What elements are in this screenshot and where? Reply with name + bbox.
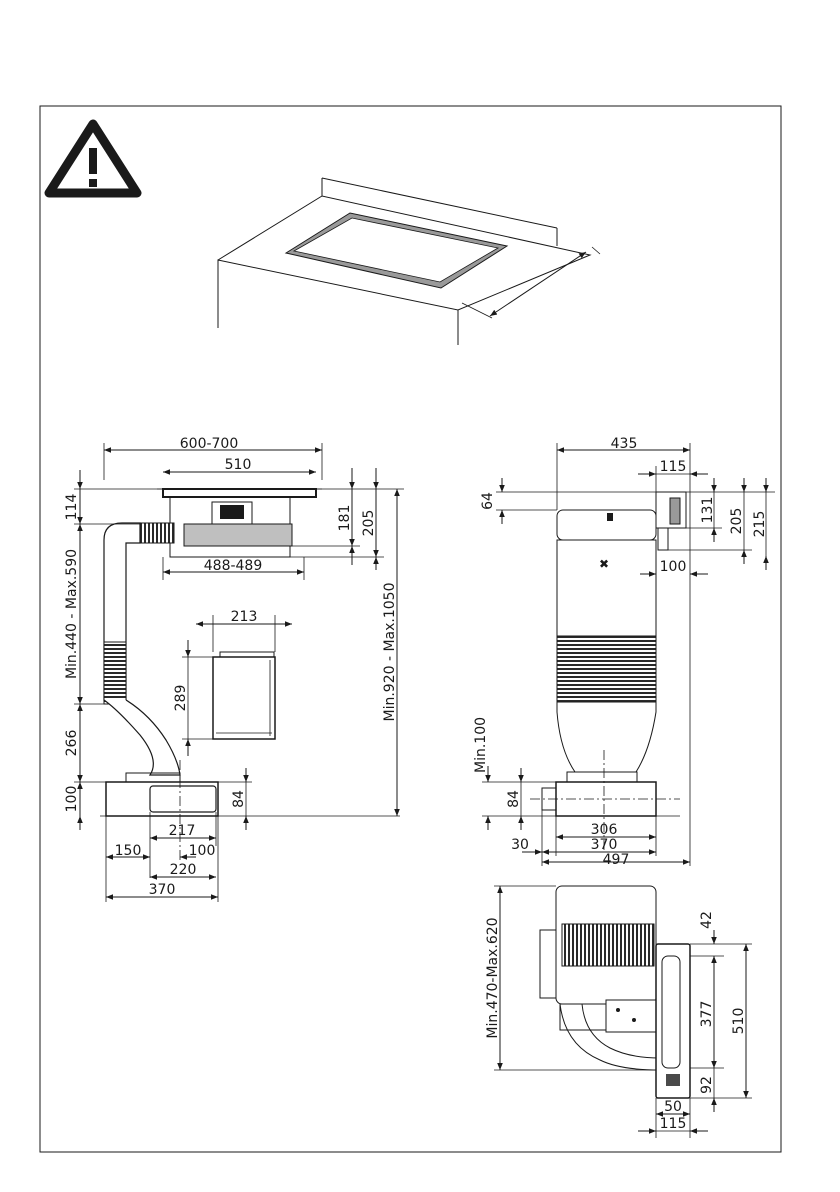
total-497-label: 497 bbox=[603, 852, 630, 868]
width-range-label: 600-700 bbox=[180, 436, 239, 452]
top-42-label: 42 bbox=[699, 911, 715, 929]
base-width-label: 370 bbox=[149, 882, 176, 898]
hob-width-label: 510 bbox=[225, 457, 252, 473]
full-510-label: 510 bbox=[731, 1008, 747, 1035]
outlet-height-label: 84 bbox=[231, 790, 247, 808]
duct-range-label: Min.440 - Max.590 bbox=[64, 549, 80, 679]
total-height-label: Min.920 - Max.1050 bbox=[382, 583, 398, 722]
outlet-width-label: 217 bbox=[169, 823, 196, 839]
depth-215-label: 215 bbox=[752, 511, 768, 538]
mid-377-label: 377 bbox=[699, 1001, 715, 1028]
hob-total-label: 205 bbox=[361, 510, 377, 537]
min-gap-label: Min.100 bbox=[473, 717, 489, 773]
side-view-drawing bbox=[74, 443, 404, 902]
width-50-label: 50 bbox=[664, 1099, 682, 1115]
side-100-label: 100 bbox=[660, 559, 687, 575]
outlet-span-label: 220 bbox=[170, 862, 197, 878]
top-depth-label: 114 bbox=[64, 494, 80, 521]
lower-duct-label: 266 bbox=[64, 730, 80, 757]
top-offset-label: 64 bbox=[480, 492, 496, 510]
plinth-label: 100 bbox=[64, 786, 80, 813]
left-30-label: 30 bbox=[511, 837, 529, 853]
box-height-label: 289 bbox=[173, 685, 189, 712]
depth-205-label: 205 bbox=[729, 508, 745, 535]
base-370-label: 370 bbox=[591, 837, 618, 853]
width-115-label: 115 bbox=[660, 1116, 687, 1132]
range-label: Min.470-Max.620 bbox=[485, 917, 501, 1038]
unit-width-label: 488-489 bbox=[204, 558, 263, 574]
connector-width-label: 115 bbox=[660, 459, 687, 475]
outlet-306-label: 306 bbox=[591, 822, 618, 838]
warning-triangle-icon bbox=[49, 124, 137, 193]
front-view-drawing: ✖ bbox=[482, 443, 775, 866]
box-width-label: 213 bbox=[231, 609, 258, 625]
offset-left-label: 150 bbox=[115, 843, 142, 859]
depth-131-label: 131 bbox=[700, 497, 716, 524]
hob-height-label: 181 bbox=[337, 505, 353, 532]
svg-text:✖: ✖ bbox=[599, 557, 609, 571]
countertop-illustration bbox=[218, 178, 600, 345]
offset-right-label: 100 bbox=[189, 843, 216, 859]
bottom-92-label: 92 bbox=[699, 1076, 715, 1094]
front-width-label: 435 bbox=[611, 436, 638, 452]
outlet-84-label: 84 bbox=[506, 790, 522, 808]
